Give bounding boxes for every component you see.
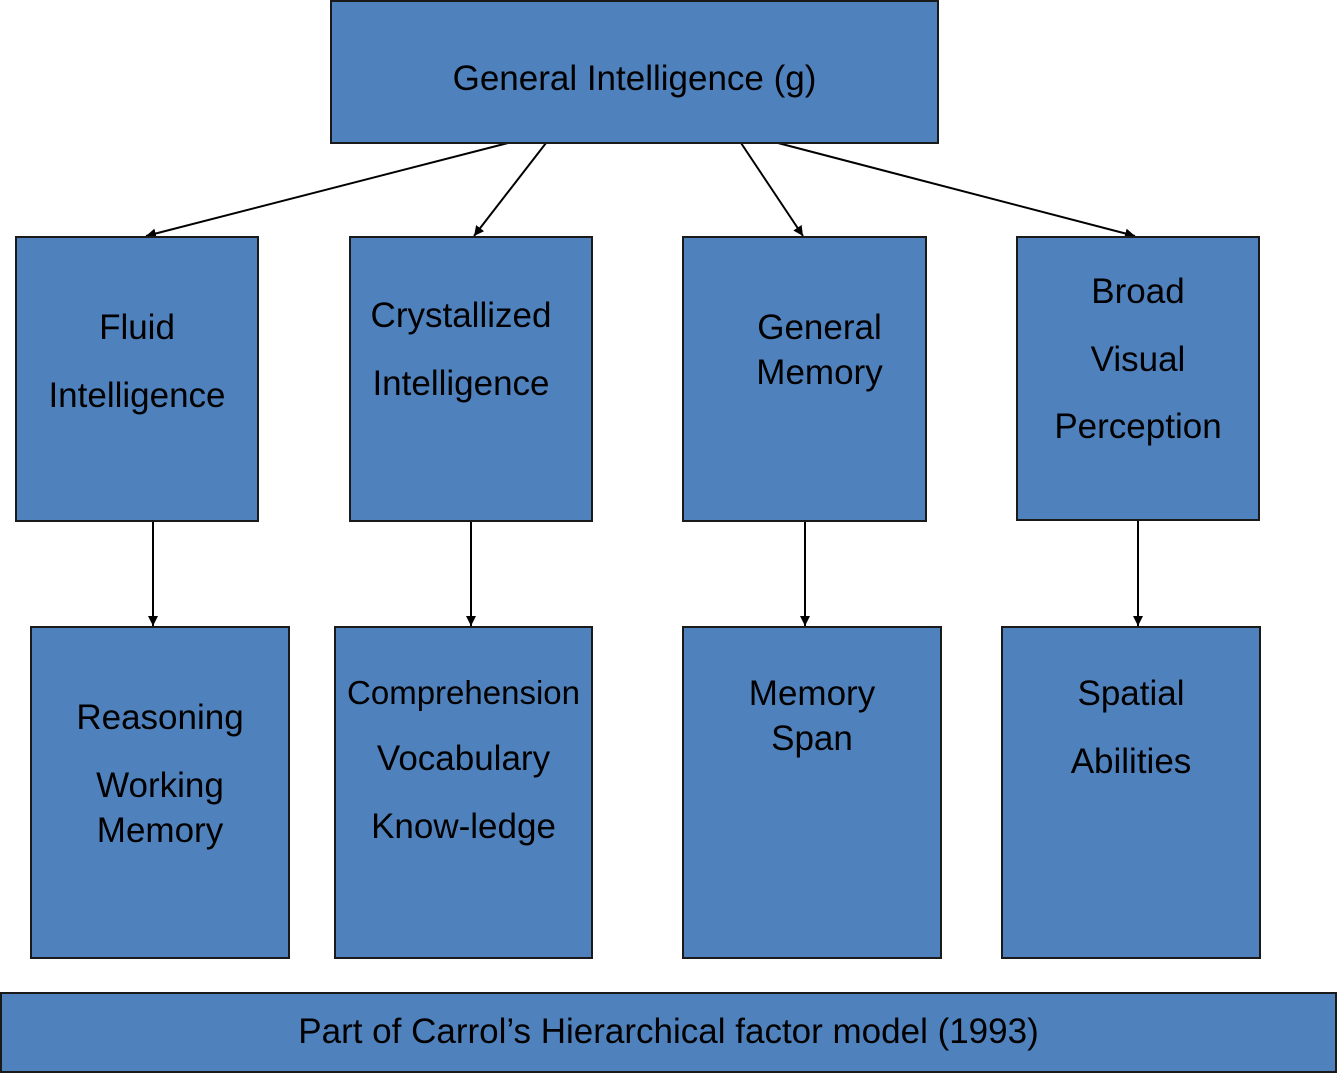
general-intelligence-label: General Intelligence (g) (452, 59, 817, 98)
crystallized-intelligence-box: Crystallized Intelligence (349, 236, 593, 522)
comprehension-label-line2: Vocabulary (376, 739, 551, 778)
broad-visual-perception-box: Broad Visual Perception (1016, 236, 1260, 521)
crystallized-intelligence-label-line1: Crystallized (370, 296, 552, 335)
general-memory-label-line2: Memory (756, 353, 883, 392)
spatial-abilities-box: Spatial Abilities (1001, 626, 1261, 959)
memory-span-label-line1: Memory (748, 674, 876, 713)
comprehension-label-line1: Comprehension (347, 674, 580, 711)
general-memory-box: General Memory (682, 236, 927, 522)
reasoning-label-line1: Reasoning (76, 698, 244, 737)
caption-box: Part of Carrol’s Hierarchical factor mod… (0, 992, 1337, 1073)
caption-text: Part of Carrol’s Hierarchical factor mod… (298, 1012, 1039, 1051)
arrow-g-to-fluid (145, 142, 509, 239)
broad-visual-perception-label-line2: Visual (1090, 340, 1186, 379)
spatial-abilities-label-line2: Abilities (1070, 742, 1192, 781)
memory-span-box: Memory Span (682, 626, 942, 959)
reasoning-label-line2: Working (96, 766, 224, 805)
broad-visual-perception-label-line3: Perception (1054, 407, 1222, 446)
general-memory-label-line1: General (757, 308, 882, 347)
arrow-g-to-crystallized (473, 142, 547, 237)
arrow-g-to-visual-perception (777, 142, 1136, 239)
fluid-intelligence-label-line1: Fluid (99, 308, 175, 347)
arrow-g-to-general-memory (740, 142, 804, 237)
memory-span-label-line2: Span (771, 719, 853, 758)
reasoning-label-line3: Memory (96, 811, 224, 850)
general-intelligence-box: General Intelligence (g) (330, 0, 939, 144)
fluid-intelligence-box: Fluid Intelligence (15, 236, 259, 522)
comprehension-label-line3: Know-ledge (371, 807, 556, 846)
crystallized-intelligence-label-line2: Intelligence (372, 364, 550, 403)
broad-visual-perception-label-line1: Broad (1091, 272, 1185, 311)
spatial-abilities-label-line1: Spatial (1077, 674, 1185, 713)
comprehension-box: Comprehension Vocabulary Know-ledge (334, 626, 593, 959)
fluid-intelligence-label-line2: Intelligence (48, 376, 226, 415)
reasoning-box: Reasoning Working Memory (30, 626, 290, 959)
